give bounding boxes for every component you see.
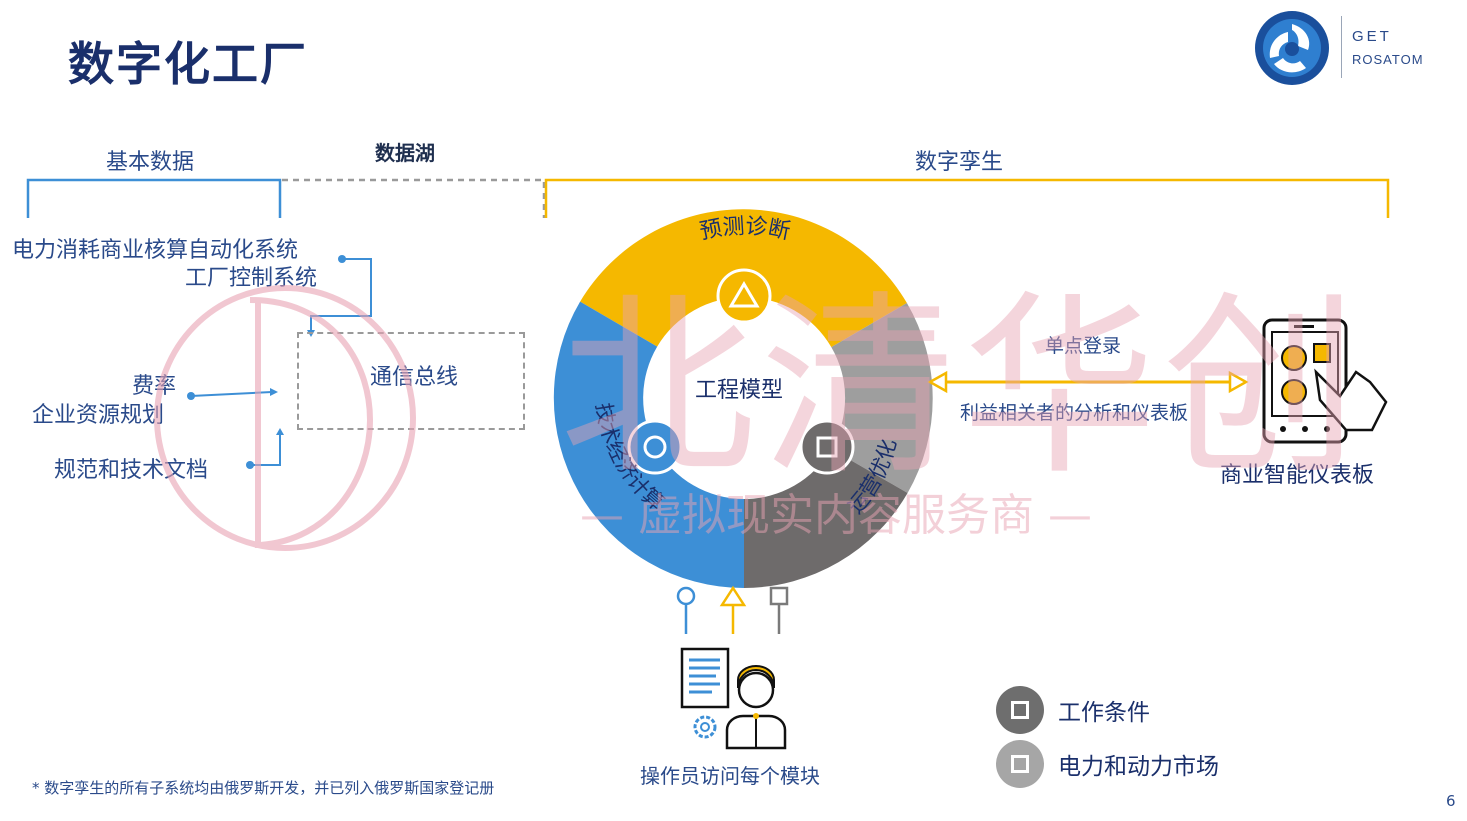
legend-label: 工作条件 [1058, 700, 1150, 726]
page-title: 数字化工厂 [68, 37, 308, 91]
ring-segment-operations [744, 449, 908, 588]
comm-bus-label: 通信总线 [370, 365, 459, 390]
item-norms-docs: 规范和技术文档 [54, 458, 209, 483]
legend-item-power-market: 电力和动力市场 [996, 740, 1219, 788]
logo-line2: ROSATOM [1352, 52, 1424, 67]
logo-line1: GET [1352, 28, 1392, 45]
logo-divider [1341, 16, 1342, 78]
circle-node-icon [627, 419, 683, 475]
legend-label: 电力和动力市场 [1058, 754, 1219, 780]
item-power-accounting: 电力消耗商业核算自动化系统 [12, 238, 299, 263]
bi-dashboard-label: 商业智能仪表板 [1220, 463, 1375, 488]
working-conditions-icon [996, 686, 1044, 734]
bracket-basic-data [26, 178, 282, 218]
page-number: 6 [1446, 792, 1456, 810]
rosatom-logo [1254, 10, 1330, 86]
single-login-label: 单点登录 [1045, 335, 1122, 357]
triangle-node-icon [716, 268, 772, 324]
double-arrow-connection [927, 370, 1249, 394]
operator-icon [680, 647, 787, 750]
operator-access-markers [676, 585, 789, 634]
item-tariff: 费率 [132, 374, 177, 399]
header-basic-data: 基本数据 [106, 150, 195, 175]
square-node-icon [799, 419, 855, 475]
legend-item-working-conditions: 工作条件 [996, 686, 1150, 734]
connector-norms [246, 428, 284, 469]
item-erp: 企业资源规划 [32, 403, 165, 428]
tablet-dashboard-icon [1262, 318, 1388, 444]
footnote: * 数字孪生的所有子系统均由俄罗斯开发，并已列入俄罗斯国家登记册 [32, 779, 495, 797]
header-digital-twin: 数字孪生 [915, 150, 1004, 175]
rosatom-emblem-icon [1255, 11, 1329, 85]
ring-segment-gray [831, 303, 933, 493]
bracket-digital-twin [544, 178, 1390, 218]
item-plant-control: 工厂控制系统 [185, 266, 318, 291]
ring-center-label: 工程模型 [695, 378, 784, 403]
stakeholder-label: 利益相关者的分析和仪表板 [960, 402, 1189, 424]
power-market-icon [996, 740, 1044, 788]
header-data-lake: 数据湖 [375, 141, 435, 165]
connector-erp [187, 388, 278, 400]
bracket-data-lake [282, 178, 546, 218]
operator-access-label: 操作员访问每个模块 [640, 764, 820, 788]
